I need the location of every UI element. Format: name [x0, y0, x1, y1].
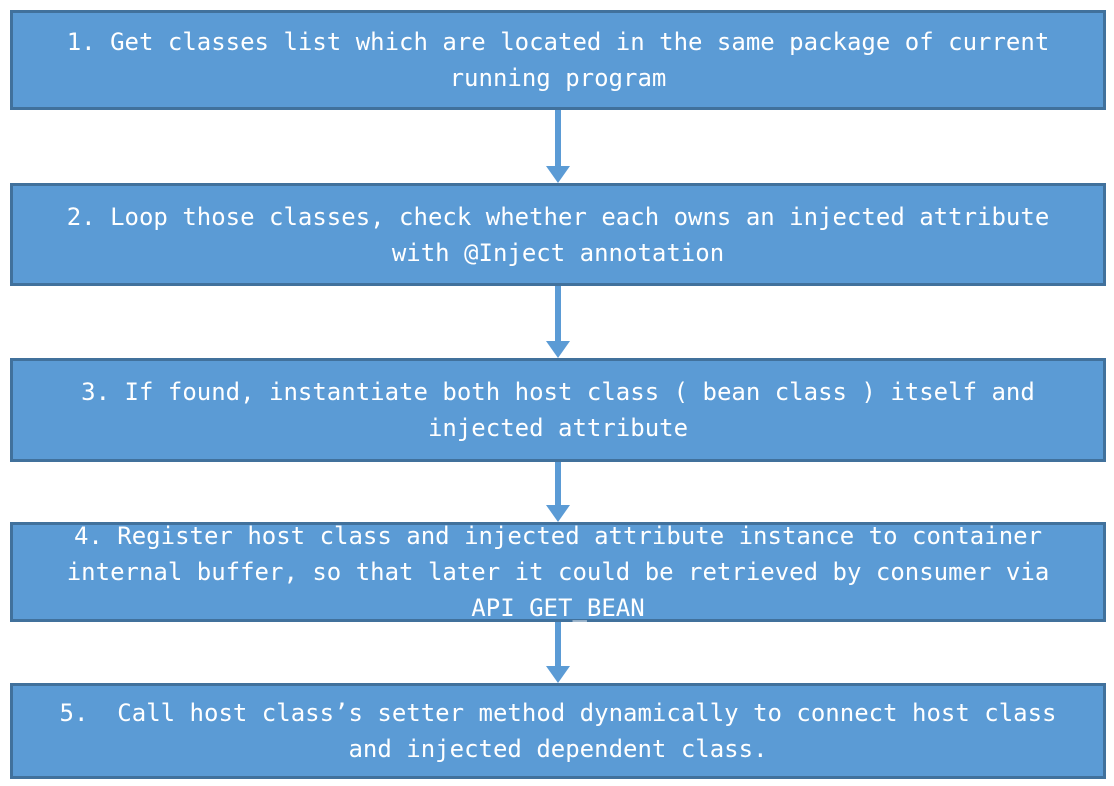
down-arrow-icon: [546, 622, 570, 683]
flow-step-1-label: 1. Get classes list which are located in…: [66, 28, 1050, 92]
down-arrow-icon: [546, 286, 570, 358]
down-arrow-icon: [546, 462, 570, 522]
arrow-zone-2: [10, 286, 1106, 358]
flow-step-4: 4. Register host class and injected attr…: [10, 522, 1106, 622]
arrow-shaft: [555, 286, 561, 341]
arrow-head: [546, 341, 570, 358]
flow-step-5-label: 5. Call host class’s setter method dynam…: [59, 699, 1057, 763]
arrow-head: [546, 505, 570, 522]
down-arrow-icon: [546, 110, 570, 183]
flow-step-5: 5. Call host class’s setter method dynam…: [10, 683, 1106, 779]
flow-step-3-label: 3. If found, instantiate both host class…: [81, 378, 1035, 442]
arrow-shaft: [555, 622, 561, 666]
arrow-shaft: [555, 462, 561, 505]
arrow-head: [546, 666, 570, 683]
arrow-zone-3: [10, 462, 1106, 522]
flow-step-3: 3. If found, instantiate both host class…: [10, 358, 1106, 462]
arrow-head: [546, 166, 570, 183]
flow-step-1: 1. Get classes list which are located in…: [10, 10, 1106, 110]
flow-step-4-label: 4. Register host class and injected attr…: [66, 522, 1050, 622]
arrow-shaft: [555, 110, 561, 166]
arrow-zone-1: [10, 110, 1106, 183]
flow-step-2-label: 2. Loop those classes, check whether eac…: [66, 202, 1050, 267]
flow-step-2: 2. Loop those classes, check whether eac…: [10, 183, 1106, 286]
arrow-zone-4: [10, 622, 1106, 683]
